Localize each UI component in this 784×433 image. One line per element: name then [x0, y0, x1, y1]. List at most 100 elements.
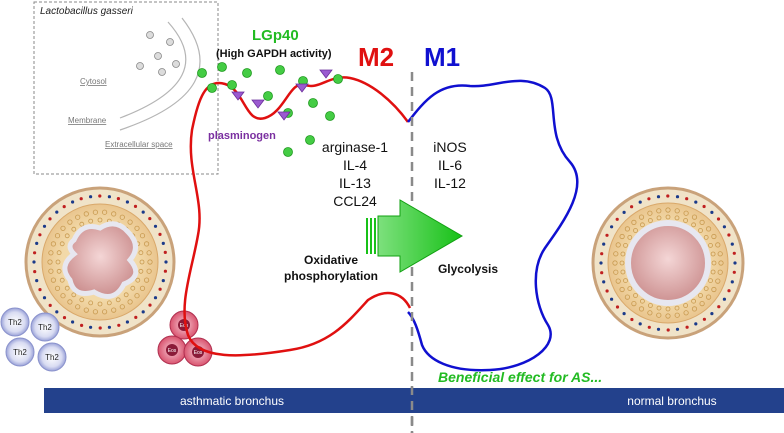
tissue-dot	[148, 303, 152, 307]
m2-marker-list: arginase-1 IL-4 IL-13 CCL24	[322, 139, 388, 209]
tissue-dot	[599, 261, 603, 265]
gland-cell	[613, 269, 619, 275]
tissue-dot	[622, 210, 626, 214]
gland-cell	[638, 306, 645, 312]
gland-cell	[135, 277, 141, 283]
gland-cell	[615, 278, 621, 284]
m1-marker-list: iNOS IL-6 IL-12	[433, 139, 466, 191]
gland-cell	[624, 294, 631, 300]
gland-cell	[134, 293, 140, 299]
tissue-dot	[38, 288, 42, 292]
cytosol-molecules	[136, 31, 180, 76]
eosinophil-cell: Eos	[183, 337, 213, 367]
tissue-dot	[161, 279, 165, 283]
tissue-dot	[732, 270, 736, 274]
tissue-dot	[33, 251, 37, 255]
svg-text:Th2: Th2	[13, 348, 27, 357]
gland-cell	[710, 269, 716, 275]
tissue-dot	[730, 242, 734, 246]
tissue-dot	[71, 200, 75, 204]
gland-cell	[705, 226, 712, 232]
gland-cell	[115, 297, 121, 303]
tissue-dot	[98, 326, 102, 330]
gland-cell	[71, 292, 77, 298]
m2-macrophage-outline	[183, 76, 412, 357]
tissue-dot	[647, 197, 651, 201]
gland-cell	[83, 307, 89, 313]
gland-cell	[620, 269, 626, 275]
gland-cell	[683, 310, 689, 316]
gland-cell	[59, 241, 65, 247]
gland-cell	[638, 214, 645, 220]
glycolysis-label: Glycolysis	[438, 262, 498, 276]
gland-cell	[75, 304, 81, 310]
tissue-dot	[656, 195, 661, 199]
gland-cell	[83, 211, 89, 217]
tissue-dot	[107, 195, 111, 199]
tissue-dot	[675, 327, 680, 331]
gland-cell	[56, 268, 62, 274]
tissue-dot	[148, 217, 152, 221]
tissue-dot	[153, 296, 158, 300]
gland-cell	[674, 312, 680, 318]
gland-cell	[627, 234, 633, 240]
gland-cell	[119, 214, 125, 220]
gland-cell	[56, 250, 62, 256]
th2-cell-cluster: Th2 Th2 Th2 Th2	[0, 307, 67, 372]
tissue-dot	[647, 325, 651, 329]
m2-marker: CCL24	[333, 193, 377, 209]
tissue-dot	[153, 224, 158, 228]
m2-marker: IL-4	[343, 157, 367, 173]
gland-cell	[656, 208, 662, 214]
gland-cell	[92, 309, 99, 315]
tissue-dot	[730, 280, 734, 284]
gland-cell	[715, 242, 721, 248]
tissue-dot	[630, 205, 634, 209]
gland-cell	[79, 221, 85, 227]
tissue-dot	[710, 210, 714, 214]
gland-cell	[619, 233, 625, 240]
tissue-dot	[164, 260, 168, 264]
gland-cell	[64, 233, 70, 239]
tissue-dot	[610, 225, 614, 229]
gland-cell	[656, 312, 662, 318]
asthmatic-bronchus-illustration	[24, 186, 176, 338]
gland-cell	[633, 293, 638, 298]
plasminogen-label: plasminogen	[208, 130, 276, 142]
gland-cell	[119, 304, 125, 310]
m2-marker: IL-13	[339, 175, 371, 191]
tissue-dot	[638, 200, 642, 204]
gland-cell	[55, 259, 61, 265]
phosphorylation-label: phosphorylation	[284, 269, 378, 283]
m1-marker: IL-12	[434, 175, 466, 191]
gland-cell	[88, 300, 94, 306]
tissue-dot	[48, 217, 52, 221]
gland-cell	[67, 299, 73, 305]
tissue-dot	[55, 310, 59, 314]
gland-cell	[48, 250, 54, 256]
gland-cell	[111, 211, 117, 217]
gland-cell	[665, 313, 671, 319]
th2-cell: Th2	[0, 307, 30, 337]
gland-cell	[88, 218, 94, 224]
gland-cell	[656, 215, 662, 221]
tissue-dot	[710, 312, 714, 316]
gland-cell	[619, 260, 625, 266]
gland-cell	[711, 260, 717, 266]
gland-cell	[715, 278, 721, 284]
gland-cell	[59, 277, 65, 283]
gland-cell	[674, 305, 680, 311]
gland-cell	[674, 215, 680, 221]
gland-cell	[64, 285, 70, 291]
tissue-dot	[133, 204, 138, 208]
tissue-dot	[107, 325, 111, 329]
plasminogen-receptors	[231, 69, 333, 121]
tissue-dot	[675, 195, 680, 199]
normal-bronchus-label: normal bronchus	[627, 394, 716, 408]
tissue-dot	[602, 242, 606, 246]
gland-cell	[134, 225, 140, 231]
gland-cell	[640, 222, 645, 228]
gland-cell	[54, 233, 61, 239]
gland-cell	[640, 298, 645, 304]
